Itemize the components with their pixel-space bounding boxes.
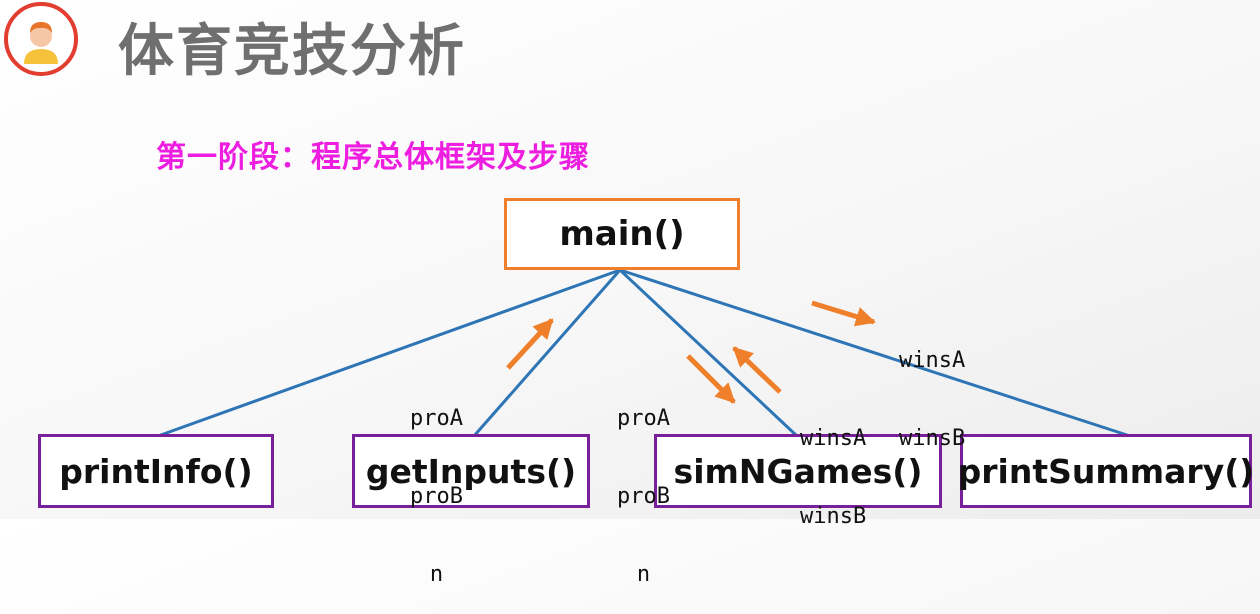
label-line: n xyxy=(429,562,444,587)
person-icon xyxy=(24,22,58,64)
diagram-subtitle: 第一阶段：程序总体框架及步骤 xyxy=(156,140,590,175)
label-simngames-params: proA proB n xyxy=(617,354,670,614)
arrow-simngames-params xyxy=(686,354,736,404)
label-line: proB xyxy=(410,484,463,509)
page-title: 体育竞技分析 xyxy=(118,19,466,84)
connector-lines xyxy=(157,268,1131,438)
node-printsummary: printSummary() xyxy=(958,434,1254,508)
arrow-getinputs-return xyxy=(506,318,554,370)
label-line: winsA xyxy=(800,426,867,451)
label-line: proB xyxy=(617,484,670,509)
label-line: n xyxy=(636,562,651,587)
node-simngames: simNGames() xyxy=(654,434,942,508)
label-printsummary-params: winsA winsB xyxy=(899,296,965,478)
node-main: main() xyxy=(504,198,740,270)
label-getinputs-return: proA proB n xyxy=(410,354,463,614)
arrow-printsummary-params xyxy=(811,300,876,327)
label-line: winsB xyxy=(899,426,966,451)
connector-printsummary xyxy=(619,268,1131,438)
label-line: winsB xyxy=(800,504,867,529)
node-getinputs: getInputs() xyxy=(352,434,590,508)
label-simngames-return: winsA winsB xyxy=(800,374,866,556)
label-line: winsA xyxy=(899,348,966,373)
node-printinfo: printInfo() xyxy=(38,434,274,508)
presenter-avatar xyxy=(4,2,78,76)
connector-printinfo xyxy=(157,268,621,438)
connector-simngames xyxy=(618,268,799,438)
connector-getinputs xyxy=(472,269,622,437)
label-line: proA xyxy=(617,406,670,431)
label-line: proA xyxy=(410,406,463,431)
arrow-simngames-return xyxy=(732,346,782,394)
